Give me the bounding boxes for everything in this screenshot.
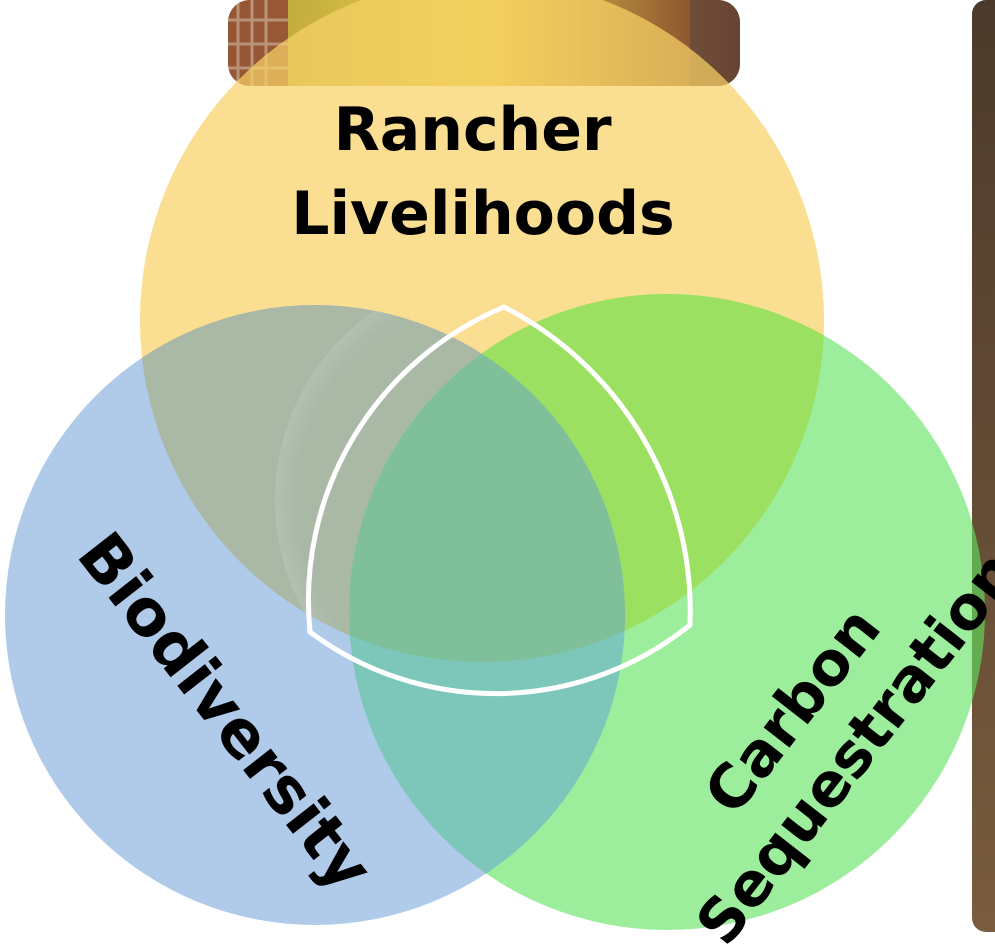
right-photo [972, 0, 995, 932]
rancher-label-line-1: Rancher [334, 95, 612, 165]
rancher-label-line-2: Livelihoods [291, 179, 675, 249]
